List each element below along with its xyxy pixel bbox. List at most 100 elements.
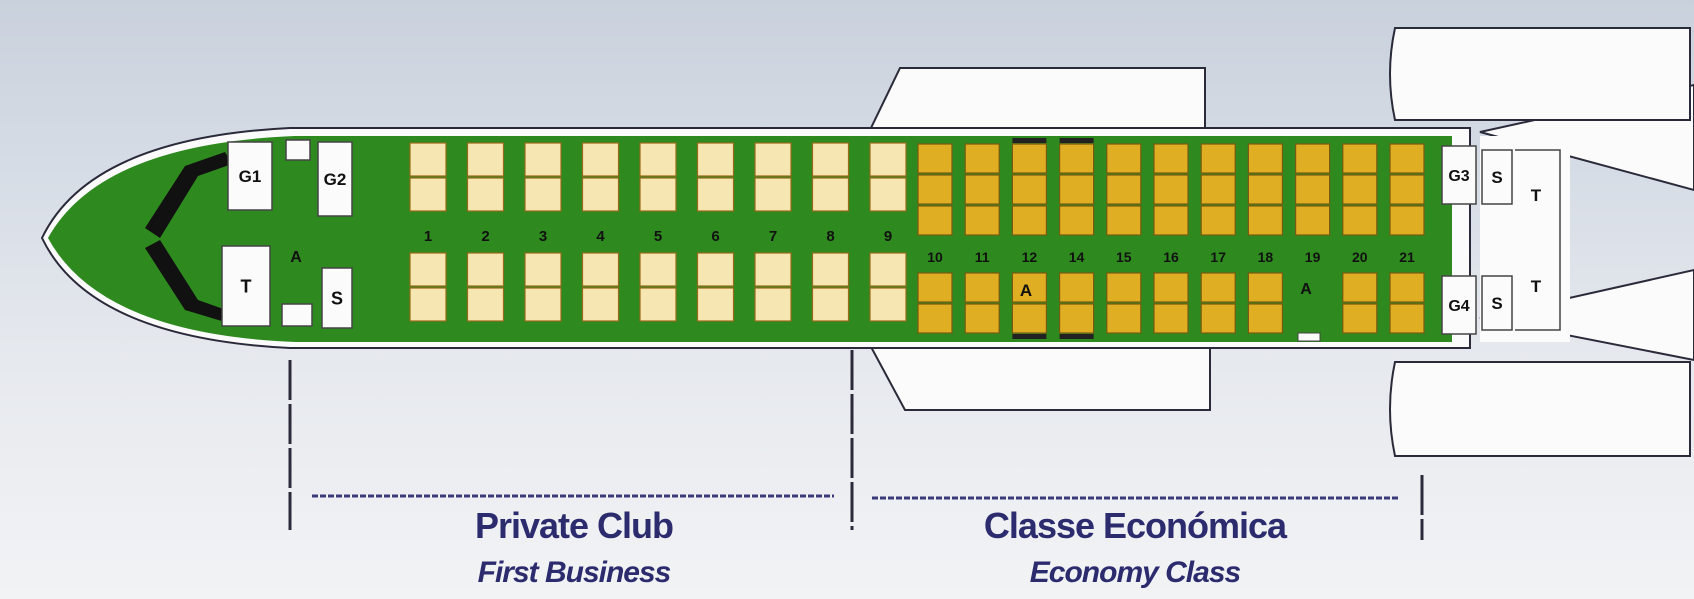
seat-row-11-lower-1[interactable] [964,272,1000,303]
seat-row-17-upper-2[interactable] [1200,174,1236,205]
seat-row-9-upper-2[interactable] [869,177,907,212]
seat-row-21-upper-3[interactable] [1389,205,1425,236]
seat-row-1-lower-1[interactable] [409,252,447,287]
seat-row-9-upper-1[interactable] [869,142,907,177]
seat-row-2-lower-2[interactable] [466,287,505,322]
seat-row-17-lower-1[interactable] [1200,272,1236,303]
seat-row-8-upper-2[interactable] [811,177,850,212]
seat-row-19-upper-3[interactable] [1294,205,1331,236]
seat-row-7-lower-1[interactable] [754,252,792,287]
seat-row-15-upper-3[interactable] [1106,205,1142,236]
seat-row-8-lower-2[interactable] [811,287,850,322]
seat-row-8-upper-1[interactable] [811,142,850,177]
seat-row-16-upper-2[interactable] [1153,174,1189,205]
seat-row-2-lower-1[interactable] [466,252,505,287]
seat-row-7-lower-2[interactable] [754,287,792,322]
seat-row-11-upper-1[interactable] [964,143,1000,174]
seat-row-17-upper-3[interactable] [1200,205,1236,236]
seat-row-7-upper-2[interactable] [754,177,792,212]
seat-row-10-lower-1[interactable] [917,272,953,303]
seat-row-10-upper-2[interactable] [917,174,953,205]
seat-row-3-lower-1[interactable] [524,252,562,287]
seat-row-5-upper-2[interactable] [639,177,677,212]
exit-row12-label: A [1020,281,1032,300]
seat-row-10-upper-3[interactable] [917,205,953,236]
seat-row-5-lower-1[interactable] [639,252,677,287]
galley-g2-label: G2 [324,170,347,189]
seat-row-14-lower-2[interactable] [1058,303,1095,334]
row-number-5: 5 [654,228,662,245]
seat-row-5-lower-2[interactable] [639,287,677,322]
seat-row-10-lower-2[interactable] [917,303,953,334]
seat-row-12-upper-2[interactable] [1011,174,1048,205]
seat-row-20-upper-2[interactable] [1342,174,1378,205]
seat-row-4-lower-1[interactable] [581,252,620,287]
seat-row-14-upper-2[interactable] [1058,174,1095,205]
seat-row-3-lower-2[interactable] [524,287,562,322]
seat-row-6-lower-1[interactable] [696,252,735,287]
seat-row-15-lower-2[interactable] [1106,303,1142,334]
seat-row-14-upper-3[interactable] [1058,205,1095,236]
seat-row-15-upper-1[interactable] [1106,143,1142,174]
seat-row-12-upper-1[interactable] [1011,143,1048,174]
row-number-14: 14 [1069,249,1085,265]
first-class-subtitle: First Business [477,556,672,589]
seat-row-20-lower-2[interactable] [1342,303,1378,334]
seat-row-10-upper-1[interactable] [917,143,953,174]
seat-row-7-upper-1[interactable] [754,142,792,177]
seat-row-19-upper-1[interactable] [1294,143,1331,174]
seat-row-20-lower-1[interactable] [1342,272,1378,303]
seat-row-11-upper-3[interactable] [964,205,1000,236]
seat-row-18-upper-1[interactable] [1247,143,1284,174]
seat-row-16-lower-1[interactable] [1153,272,1189,303]
seat-row-18-lower-2[interactable] [1247,303,1284,334]
row-number-16: 16 [1163,249,1179,265]
seat-row-6-upper-1[interactable] [696,142,735,177]
seat-row-21-lower-1[interactable] [1389,272,1425,303]
seat-row-16-lower-2[interactable] [1153,303,1189,334]
seat-row-12-lower-1[interactable] [1011,272,1048,303]
seat-row-15-lower-1[interactable] [1106,272,1142,303]
upper-wing [868,67,1206,134]
seat-row-11-lower-2[interactable] [964,303,1000,334]
seat-row-3-upper-1[interactable] [524,142,562,177]
seat-row-1-upper-2[interactable] [409,177,447,212]
seat-row-18-upper-2[interactable] [1247,174,1284,205]
seat-row-9-lower-1[interactable] [869,252,907,287]
seat-row-1-lower-2[interactable] [409,287,447,322]
seat-row-14-upper-1[interactable] [1058,143,1095,174]
cockpit-windows [145,152,232,322]
row-number-12: 12 [1022,249,1038,265]
seat-row-21-upper-1[interactable] [1389,143,1425,174]
seat-row-18-lower-1[interactable] [1247,272,1284,303]
seat-row-12-upper-3[interactable] [1011,205,1048,236]
seat-row-17-lower-2[interactable] [1200,303,1236,334]
seat-row-16-upper-1[interactable] [1153,143,1189,174]
seat-row-21-lower-2[interactable] [1389,303,1425,334]
seat-row-2-upper-1[interactable] [466,142,505,177]
lavatory-rear-bottom-label: T [1531,277,1542,296]
seat-row-16-upper-3[interactable] [1153,205,1189,236]
seat-row-8-lower-1[interactable] [811,252,850,287]
seat-row-1-upper-1[interactable] [409,142,447,177]
seat-row-6-upper-2[interactable] [696,177,735,212]
seat-row-15-upper-2[interactable] [1106,174,1142,205]
seat-row-4-upper-1[interactable] [581,142,620,177]
seat-row-6-lower-2[interactable] [696,287,735,322]
seat-row-12-lower-2[interactable] [1011,303,1048,334]
seat-row-17-upper-1[interactable] [1200,143,1236,174]
seat-row-9-lower-2[interactable] [869,287,907,322]
seat-row-4-upper-2[interactable] [581,177,620,212]
seat-row-18-upper-3[interactable] [1247,205,1284,236]
seat-row-19-upper-2[interactable] [1294,174,1331,205]
seat-row-21-upper-2[interactable] [1389,174,1425,205]
seat-row-5-upper-1[interactable] [639,142,677,177]
seat-row-11-upper-2[interactable] [964,174,1000,205]
seat-row-20-upper-3[interactable] [1342,205,1378,236]
seat-row-3-upper-2[interactable] [524,177,562,212]
seat-row-2-upper-2[interactable] [466,177,505,212]
seat-row-4-lower-2[interactable] [581,287,620,322]
seat-row-14-lower-1[interactable] [1058,272,1095,303]
seat-row-20-upper-1[interactable] [1342,143,1378,174]
